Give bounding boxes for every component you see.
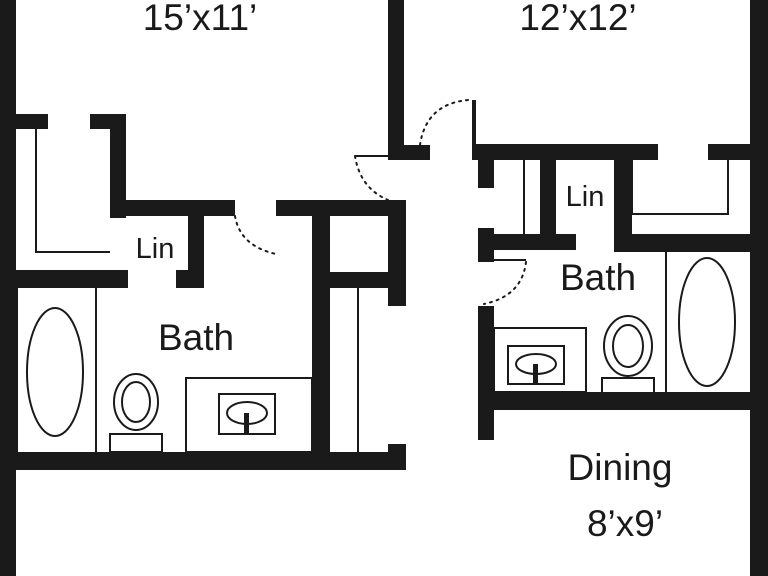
bath-left-bottom-wall — [16, 452, 406, 470]
bath-right-label: Bath — [560, 257, 636, 298]
closet-top-wall-left — [16, 114, 48, 129]
bedroom-right-door-jamb — [472, 100, 476, 160]
bath-left-label: Bath — [158, 317, 234, 358]
vanity-right-counter — [493, 327, 587, 393]
bedroom-divider-stub — [388, 145, 430, 160]
dining-label: Dining — [568, 447, 673, 488]
linen-right-inner-wall — [540, 144, 556, 248]
left-wing-walls — [16, 0, 430, 470]
hall-closet-right-wall — [388, 200, 406, 306]
right-wing-walls — [472, 100, 752, 440]
bathtub-right — [678, 257, 736, 387]
bedroom-right-size: 12’x12’ — [519, 0, 636, 38]
linen-left-right-wall — [188, 200, 204, 288]
bedroom-divider-wall — [388, 0, 404, 160]
tub-left-divider — [16, 286, 18, 454]
bath-left-top-wall — [276, 200, 406, 216]
bathtub-left — [26, 307, 84, 437]
outer-wall-left — [0, 0, 16, 576]
bath-right-left-wall — [478, 306, 494, 440]
door-bedroom-right-arc — [419, 99, 469, 146]
bath-left-right-wall — [312, 200, 330, 460]
linen-left-label: Lin — [136, 233, 175, 265]
dining-size: 8’x9’ — [587, 503, 663, 544]
toilet-right — [601, 315, 655, 397]
door-bath-right-arc — [483, 261, 527, 305]
door-bath-left-arc — [234, 215, 277, 255]
closet-right-bottom-wall — [614, 234, 752, 252]
toilet-left — [109, 373, 163, 453]
linen-right-left-wall — [478, 144, 494, 188]
hall-closet-mid-wall — [330, 272, 390, 288]
sink-left — [218, 393, 276, 435]
door-swings — [234, 99, 527, 305]
closet-right-shelf — [631, 160, 729, 215]
closet-right-top-wall — [708, 144, 752, 160]
linen-right-label: Lin — [566, 181, 605, 213]
closet-left-shelf — [35, 129, 110, 253]
linen-right-bottom-wall — [494, 234, 576, 250]
linen-right-top-wall — [474, 144, 658, 160]
linen-right-left-wall-lower — [478, 228, 494, 262]
sink-right — [507, 345, 565, 385]
door-bedroom-left-arc — [354, 155, 389, 201]
closet-side-wall — [110, 114, 126, 218]
closet-bottom-wall — [16, 270, 128, 288]
bath-right-bottom-wall — [478, 392, 752, 410]
fixture-outlines — [35, 129, 729, 453]
vanity-left-counter — [185, 377, 313, 453]
bedroom-left-size: 15’x11’ — [143, 0, 258, 38]
linen-left-top-wall — [110, 200, 235, 216]
outer-wall-right — [750, 0, 768, 576]
linen-left-bottom-wall — [176, 270, 204, 288]
closet-right-side-wall — [614, 144, 632, 250]
